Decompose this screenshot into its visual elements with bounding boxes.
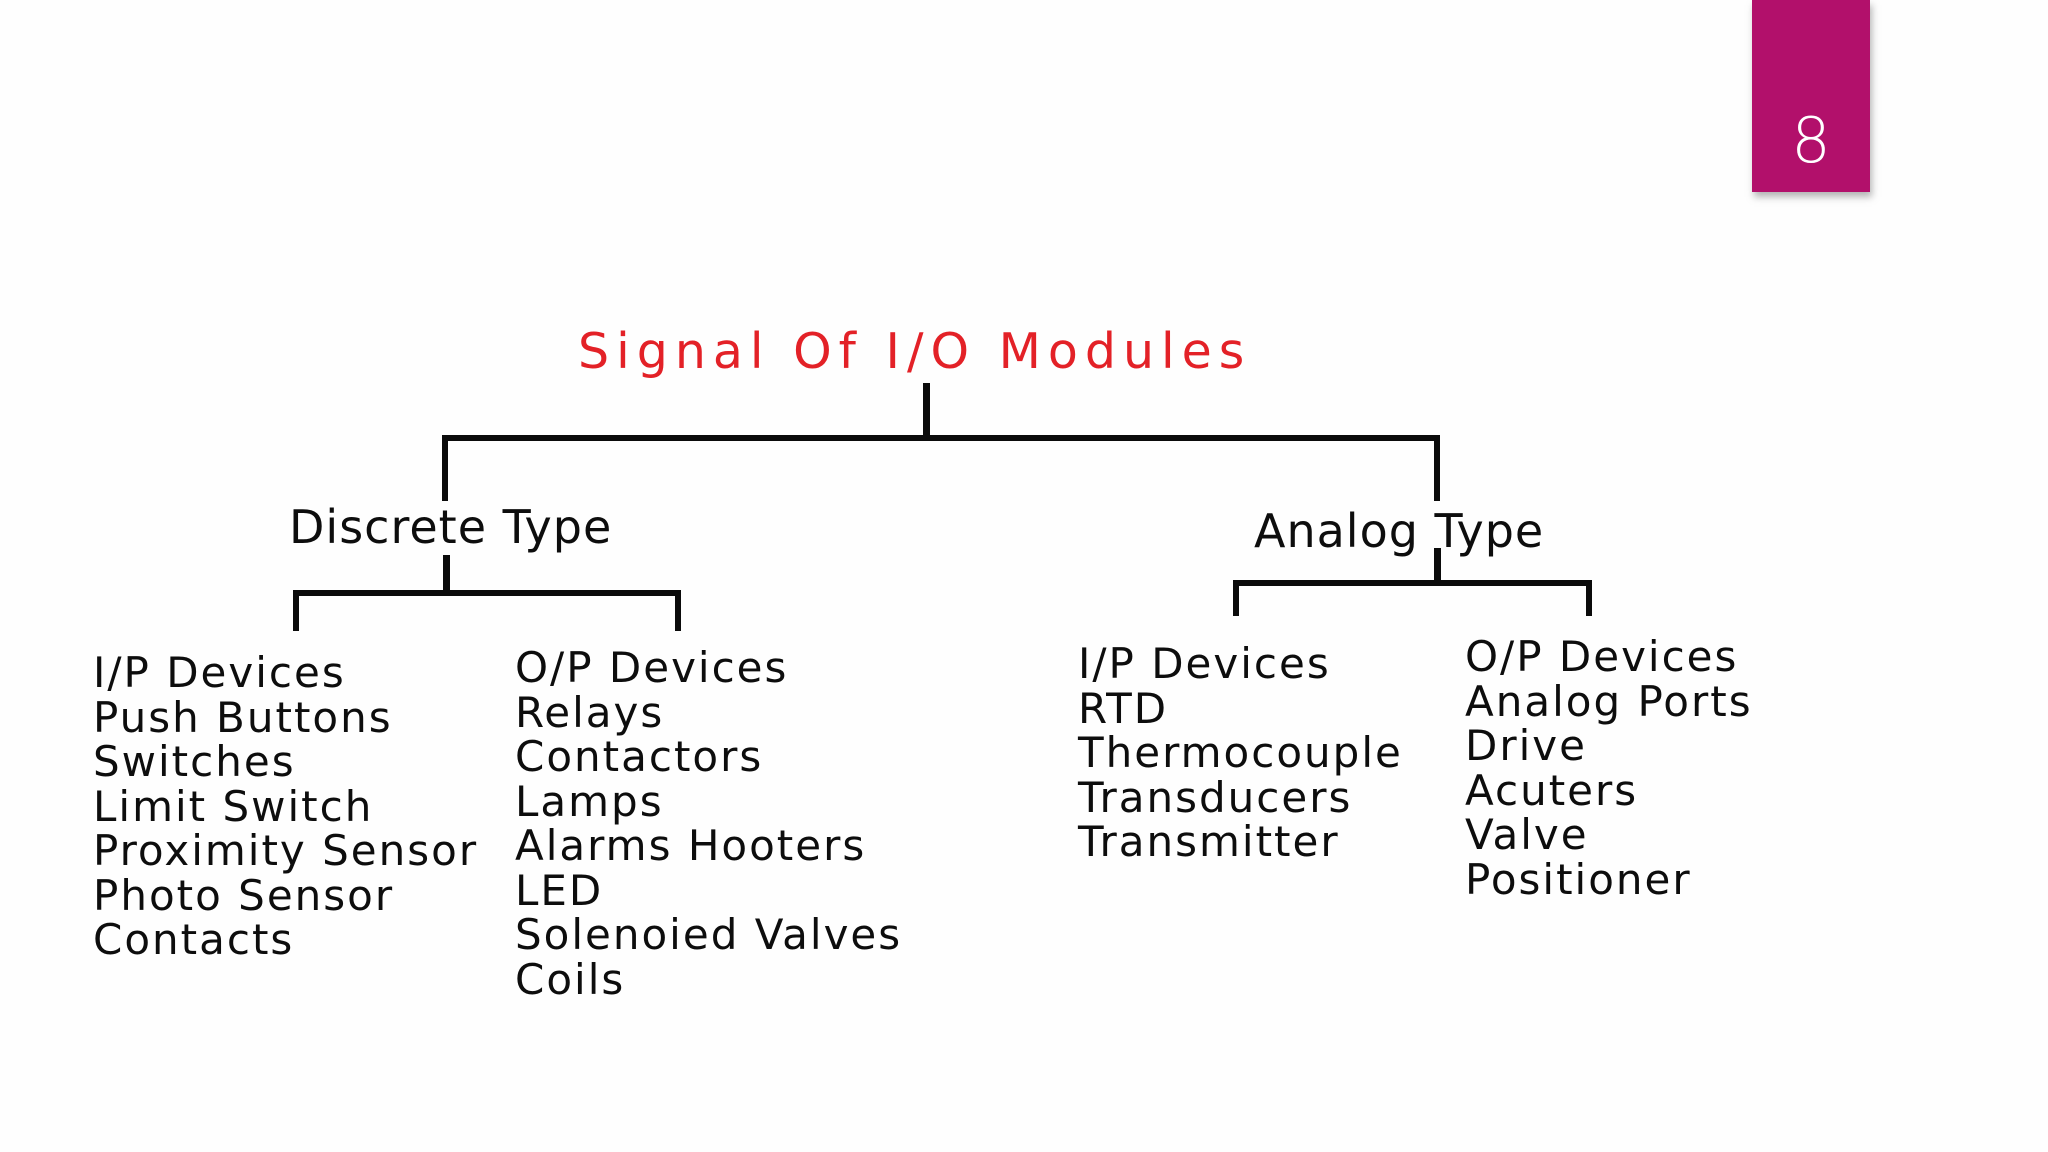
list-item: LED bbox=[515, 865, 604, 915]
list-item: Drive bbox=[1465, 721, 1587, 770]
list-item: Positioner bbox=[1465, 854, 1692, 904]
branch-label-discrete-type: Discrete Type bbox=[289, 500, 613, 554]
list-item: Contacts bbox=[93, 915, 295, 964]
list-item: RTD bbox=[1078, 683, 1169, 733]
slide-number-box: 8 bbox=[1752, 0, 1870, 192]
list-item: I/P Devices bbox=[93, 648, 346, 697]
root-connector-stem bbox=[923, 383, 930, 440]
list-item: Analog Ports bbox=[1465, 676, 1753, 726]
list-item: Acuters bbox=[1465, 765, 1639, 815]
list-item: Solenoied Valves bbox=[515, 910, 903, 959]
list-item: Valve bbox=[1465, 810, 1589, 859]
discrete-connector-bracket bbox=[293, 590, 681, 631]
branch-label-analog-type: Analog Type bbox=[1254, 504, 1545, 558]
list-item: Photo Sensor bbox=[93, 870, 395, 920]
list-item: Alarms Hooters bbox=[515, 821, 867, 870]
list-item: Contactors bbox=[515, 732, 764, 781]
list-item: Transmitter bbox=[1078, 817, 1340, 866]
list-item: Switches bbox=[93, 737, 296, 786]
analog-connector-bracket bbox=[1233, 580, 1592, 616]
discrete-connector-stem bbox=[443, 555, 450, 595]
list-item: Limit Switch bbox=[93, 781, 374, 831]
slide-number: 8 bbox=[1791, 104, 1831, 177]
list-item: O/P Devices bbox=[515, 643, 789, 692]
list-item: Lamps bbox=[515, 776, 664, 826]
analog-connector-stem bbox=[1434, 548, 1441, 585]
list-item: Relays bbox=[515, 687, 665, 737]
list-item: Transducers bbox=[1078, 772, 1353, 822]
list-item: Thermocouple bbox=[1078, 728, 1403, 777]
diagram-title: Signal Of I/O Modules bbox=[578, 323, 1252, 380]
root-connector-bracket bbox=[442, 435, 1440, 501]
list-item: Coils bbox=[515, 954, 626, 1004]
list-item: Proximity Sensor bbox=[93, 826, 479, 875]
list-item: Push Buttons bbox=[93, 692, 393, 742]
list-item: O/P Devices bbox=[1465, 632, 1739, 681]
list-item: I/P Devices bbox=[1078, 639, 1331, 688]
